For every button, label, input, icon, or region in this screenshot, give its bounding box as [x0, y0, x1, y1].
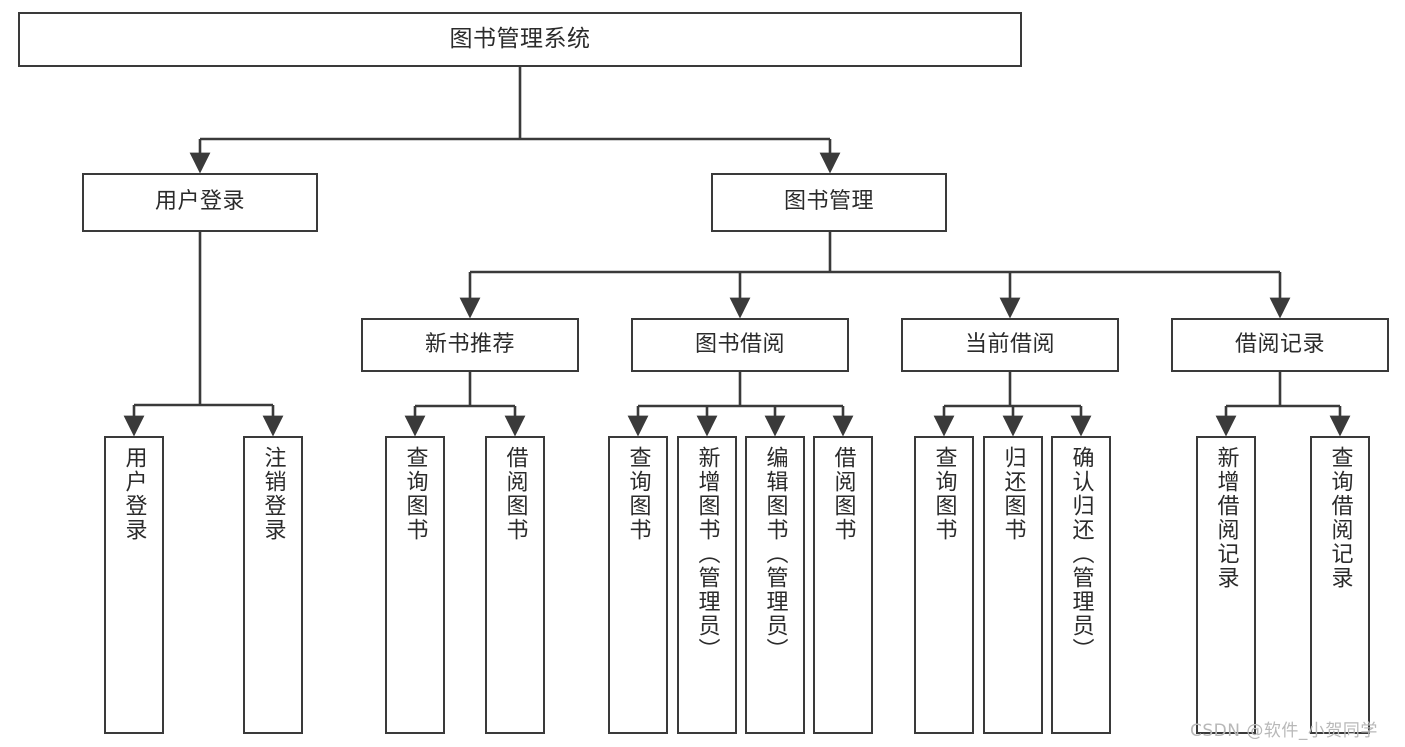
- node-leaf-add-book[interactable]: 新增图书（管理员）: [677, 436, 737, 734]
- node-book-borrow-label: 图书借阅: [694, 331, 785, 357]
- node-leaf-add-book-label: 新增图书（管理员）: [694, 446, 720, 662]
- node-current-borrow-label: 当前借阅: [964, 331, 1055, 357]
- node-leaf-return-book-label: 归还图书: [1000, 446, 1026, 542]
- node-leaf-add-record-label: 新增借阅记录: [1213, 446, 1239, 590]
- node-book-borrow[interactable]: 图书借阅: [631, 318, 849, 372]
- node-leaf-logout[interactable]: 注销登录: [243, 436, 303, 734]
- node-leaf-confirm-return[interactable]: 确认归还（管理员）: [1051, 436, 1111, 734]
- node-leaf-edit-book[interactable]: 编辑图书（管理员）: [745, 436, 805, 734]
- node-leaf-query-book-1-label: 查询图书: [402, 446, 428, 542]
- node-leaf-borrow-book-1-label: 借阅图书: [502, 446, 528, 542]
- node-leaf-query-book-2-label: 查询图书: [625, 446, 651, 542]
- node-root[interactable]: 图书管理系统: [18, 12, 1022, 67]
- node-leaf-confirm-return-label: 确认归还（管理员）: [1068, 446, 1094, 662]
- node-leaf-logout-label: 注销登录: [260, 446, 286, 542]
- node-borrow-record-label: 借阅记录: [1234, 331, 1325, 357]
- node-user-login-label: 用户登录: [154, 189, 245, 215]
- node-leaf-return-book[interactable]: 归还图书: [983, 436, 1043, 734]
- node-leaf-add-record[interactable]: 新增借阅记录: [1196, 436, 1256, 734]
- node-root-label: 图书管理系统: [449, 26, 591, 53]
- node-leaf-query-record-label: 查询借阅记录: [1327, 446, 1353, 590]
- node-leaf-user-login[interactable]: 用户登录: [104, 436, 164, 734]
- node-leaf-query-record[interactable]: 查询借阅记录: [1310, 436, 1370, 734]
- csdn-watermark: CSDN @软件_小贺同学: [1190, 721, 1378, 741]
- node-user-login[interactable]: 用户登录: [82, 173, 318, 232]
- node-leaf-borrow-book-2[interactable]: 借阅图书: [813, 436, 873, 734]
- node-leaf-user-login-label: 用户登录: [121, 446, 147, 542]
- node-leaf-query-book-3[interactable]: 查询图书: [914, 436, 974, 734]
- node-current-borrow[interactable]: 当前借阅: [901, 318, 1119, 372]
- node-new-book-recommend[interactable]: 新书推荐: [361, 318, 579, 372]
- node-leaf-borrow-book-2-label: 借阅图书: [830, 446, 856, 542]
- node-book-manage-label: 图书管理: [783, 189, 874, 215]
- node-borrow-record[interactable]: 借阅记录: [1171, 318, 1389, 372]
- node-leaf-query-book-1[interactable]: 查询图书: [385, 436, 445, 734]
- node-new-book-recommend-label: 新书推荐: [424, 331, 515, 357]
- node-leaf-query-book-2[interactable]: 查询图书: [608, 436, 668, 734]
- node-leaf-query-book-3-label: 查询图书: [931, 446, 957, 542]
- node-book-manage[interactable]: 图书管理: [711, 173, 947, 232]
- node-leaf-edit-book-label: 编辑图书（管理员）: [762, 446, 788, 662]
- node-leaf-borrow-book-1[interactable]: 借阅图书: [485, 436, 545, 734]
